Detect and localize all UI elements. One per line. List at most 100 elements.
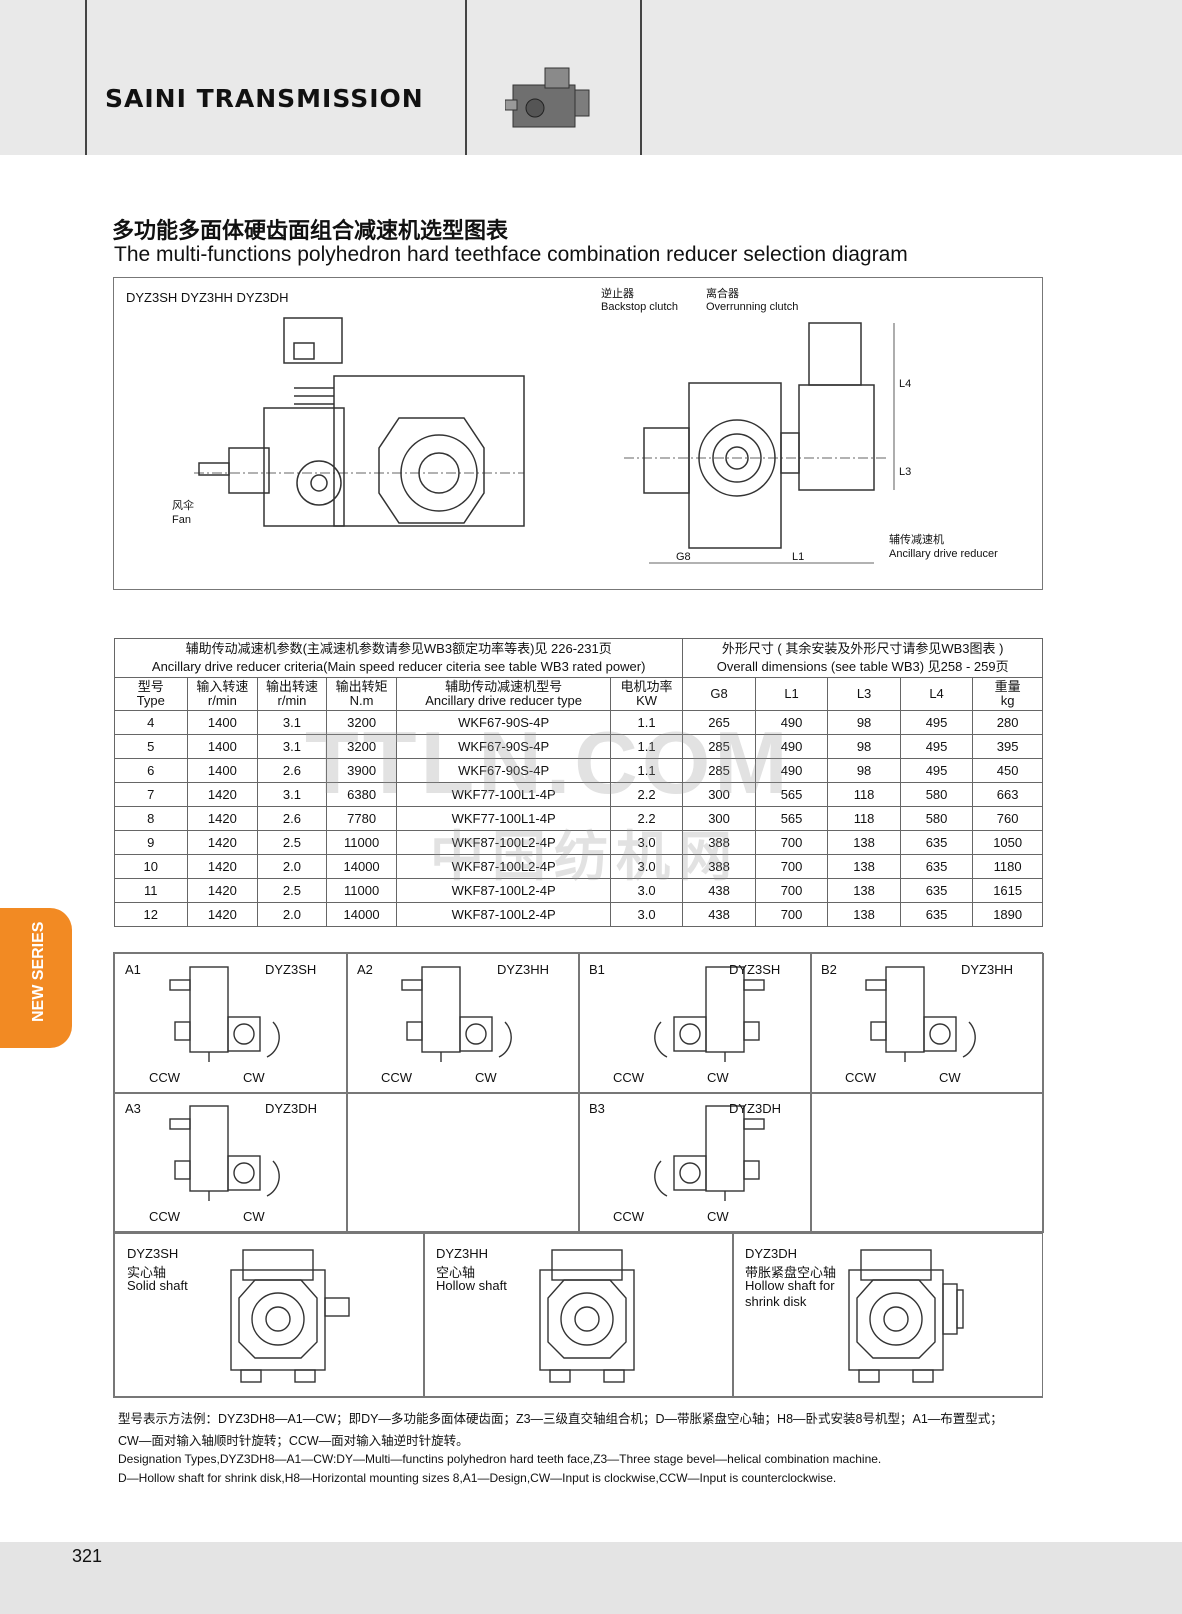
header-divider [640,0,642,155]
table-cell: 635 [899,902,974,927]
table-cell: 2.2 [609,782,684,807]
table-cell: 635 [899,854,974,879]
table-cell: 98 [827,710,901,735]
page-title-en: The multi-functions polyhedron hard teet… [114,243,908,266]
table-cell: 98 [827,734,901,759]
shaft-label-cn: 实心轴 [127,1265,167,1280]
table-cell: WKF77-100L1-4P [396,806,611,831]
shaft-drawing [848,1249,964,1383]
table-cell: 98 [827,758,901,783]
table-cell: 4 [114,710,188,735]
shaft-label-en: Hollow shaft [436,1278,507,1293]
table-cell: 138 [827,902,901,927]
table-cell: 700 [754,878,829,903]
ccw-label: CCW [613,1209,645,1224]
ccw-label: CCW [845,1070,877,1085]
table-cell: 1615 [972,878,1043,903]
table-cell: 138 [827,830,901,855]
table-cell: 1890 [972,902,1043,927]
page-number: 321 [72,1546,103,1566]
dim-l1: L1 [792,551,805,563]
shaft-label-model: DYZ3SH [127,1246,179,1261]
table-cell: 1420 [186,902,259,927]
table-cell: 438 [682,878,756,903]
table-cell: 490 [754,734,829,759]
table-cell: 1420 [186,854,259,879]
shaft-label-model: DYZ3HH [436,1246,489,1261]
table-cell: 7 [114,782,188,807]
cw-label: CW [939,1070,961,1085]
table-cell: 2.5 [257,878,327,903]
side-view-drawing [194,317,525,527]
table-cell: 3.0 [609,854,684,879]
note-cn-line2: CW—面对输入轴顺时针旋转；CCW—面对输入轴逆时针旋转。 [118,1434,469,1448]
brand-logo: SAINI TRANSMISSION [105,84,424,113]
table-cell: 1.1 [609,734,684,759]
shaft-label-en: Solid shaft [127,1278,188,1293]
mounting-empty-cell [810,1092,1044,1233]
shaft-drawing [230,1249,350,1383]
table-cell: 580 [899,782,974,807]
table-group-dimensions: 外形尺寸 ( 其余安装及外形尺寸请参见WB3图表 )Overall dimens… [682,638,1043,678]
backstop-label-en: Backstop clutch [601,301,679,313]
table-cell: 450 [972,758,1043,783]
mounting-drawing [169,1105,280,1201]
table-cell: 580 [899,806,974,831]
table-cell: 12 [114,902,188,927]
table-cell: 11000 [325,878,398,903]
mounting-drawing [865,966,976,1062]
table-cell: WKF67-90S-4P [396,734,611,759]
table-cell: 300 [682,782,756,807]
mounting-position-code: B2 [821,962,837,977]
table-cell: 9 [114,830,188,855]
table-cell: 663 [972,782,1043,807]
table-cell: 1400 [186,710,259,735]
cw-label: CW [243,1070,265,1085]
table-cell: WKF87-100L2-4P [396,854,611,879]
table-cell: 2.0 [257,854,327,879]
overrun-label-cn: 离合器 [706,288,739,300]
mounting-drawing [654,966,765,1062]
table-cell: 2.0 [257,902,327,927]
table-cell: 5 [114,734,188,759]
ccw-label: CCW [149,1209,181,1224]
shaft-label-cn: 空心轴 [436,1265,476,1280]
mounting-position-code: A2 [357,962,373,977]
table-cell: 118 [827,782,901,807]
table-cell: WKF87-100L2-4P [396,902,611,927]
mounting-model: DYZ3SH [265,962,317,977]
shaft-label-en2: shrink disk [745,1294,807,1309]
table-cell: 265 [682,710,756,735]
column-header: L4 [899,677,974,711]
main-diagram-panel: DYZ3SH DYZ3HH DYZ3DH 风伞 Fan 逆止器 Backst [113,277,1043,590]
table-cell: 700 [754,830,829,855]
table-cell: 490 [754,758,829,783]
header-divider [465,0,467,155]
table-cell: 1400 [186,734,259,759]
table-cell: 565 [754,806,829,831]
ccw-label: CCW [613,1070,645,1085]
page-title-cn: 多功能多面体硬齿面组合减速机选型图表 [112,218,509,243]
table-cell: 700 [754,854,829,879]
table-cell: WKF87-100L2-4P [396,830,611,855]
table-cell: 6380 [325,782,398,807]
table-cell: 3.0 [609,902,684,927]
shaft-drawing [539,1249,635,1383]
table-cell: 1.1 [609,758,684,783]
ancillary-label-en: Ancillary drive reducer [889,548,998,560]
mounting-model: DYZ3DH [729,1101,782,1116]
table-cell: 388 [682,854,756,879]
